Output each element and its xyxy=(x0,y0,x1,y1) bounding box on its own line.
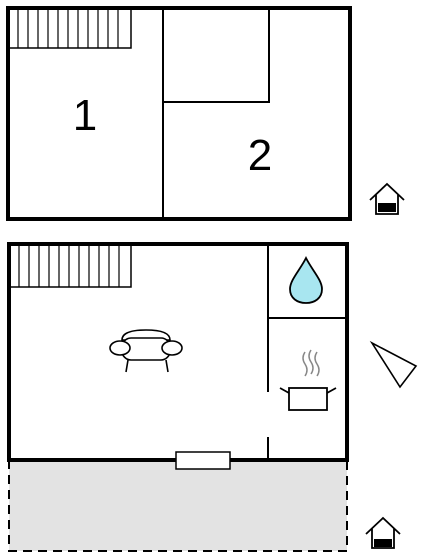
staircase-icon xyxy=(7,7,132,49)
upper-floor: 1 2 xyxy=(6,6,352,221)
terrace xyxy=(9,460,347,551)
sofa-icon xyxy=(109,329,183,373)
upper-floor-walls xyxy=(6,6,352,221)
floor-level-icon xyxy=(369,182,405,215)
staircase-icon xyxy=(9,244,132,288)
door-icon xyxy=(175,451,231,470)
ground-floor xyxy=(7,242,349,552)
room-label-2: 2 xyxy=(248,131,272,180)
compass-direction-icon xyxy=(369,340,418,389)
water-drop-icon xyxy=(289,255,323,304)
room-label-1: 1 xyxy=(73,91,97,140)
cooking-pot-icon xyxy=(279,349,337,411)
ground-interior-walls xyxy=(267,244,347,460)
floor-level-icon xyxy=(365,516,401,549)
upper-interior-walls xyxy=(162,8,270,219)
